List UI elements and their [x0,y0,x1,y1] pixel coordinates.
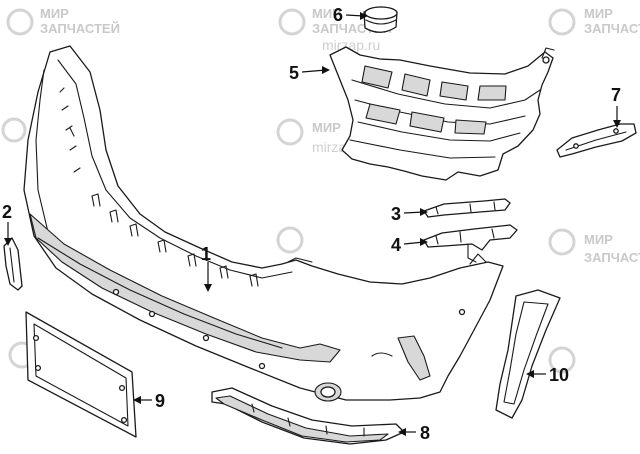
callout-8: 8 [420,423,430,443]
callout-numbers: 1 2 3 4 5 6 7 8 9 10 [2,5,621,443]
part-7-trim [556,123,637,158]
arrow-8 [398,428,406,436]
watermark-top-right: МИР ЗАПЧАСТЕЙ [548,6,640,36]
watermark-brand-5: МИР [584,6,613,21]
callout-5: 5 [289,63,299,83]
part-1-bumper-cover [23,45,504,402]
watermark-brand-9: ЗАПЧАСТЕЙ [584,250,640,265]
arrow-1 [204,284,212,292]
arrow-2 [4,238,12,246]
arrow-7 [613,120,621,128]
callout-6: 6 [333,5,343,25]
watermark-bottom-right [548,346,576,374]
part-4-bracket [423,224,518,263]
part-9-license-plate-bracket [25,311,137,438]
arrow-6 [360,12,368,20]
part-2-side-bracket [3,237,23,291]
callout-3: 3 [391,204,401,224]
watermark-site-1: mirzap.ru [322,37,380,53]
watermark-brand-1: МИР [40,6,69,21]
watermark-brand-2: ЗАПЧАСТЕЙ [40,21,120,36]
arrow-3 [420,208,428,216]
callout-7: 7 [611,85,621,105]
part-5-bracket [329,46,555,181]
watermark-top-left: МИР ЗАПЧАСТЕЙ [6,6,120,36]
watermark-brand-6: ЗАПЧАСТЕЙ [584,21,640,36]
callout-10: 10 [549,365,569,385]
callout-2: 2 [2,202,12,222]
arrow-5 [322,66,330,74]
watermark-mid-right: МИР ЗАПЧАСТЕЙ [548,228,640,265]
arrow-4 [420,238,428,246]
part-8-valance [211,387,405,445]
callout-1: 1 [201,244,211,264]
callout-9: 9 [155,391,165,411]
part-3-bracket [423,198,511,218]
arrow-9 [133,396,141,404]
watermark-brand-3: МИР [312,6,341,21]
callout-4: 4 [391,235,401,255]
watermark-mid-left [1,117,27,143]
watermark-brand-7: МИР [312,120,341,135]
part-10-molding [495,289,561,419]
part-6-clip [363,6,398,33]
arrowheads [4,12,621,436]
arrow-10 [526,370,534,378]
watermark-brand-8: МИР [584,232,613,247]
